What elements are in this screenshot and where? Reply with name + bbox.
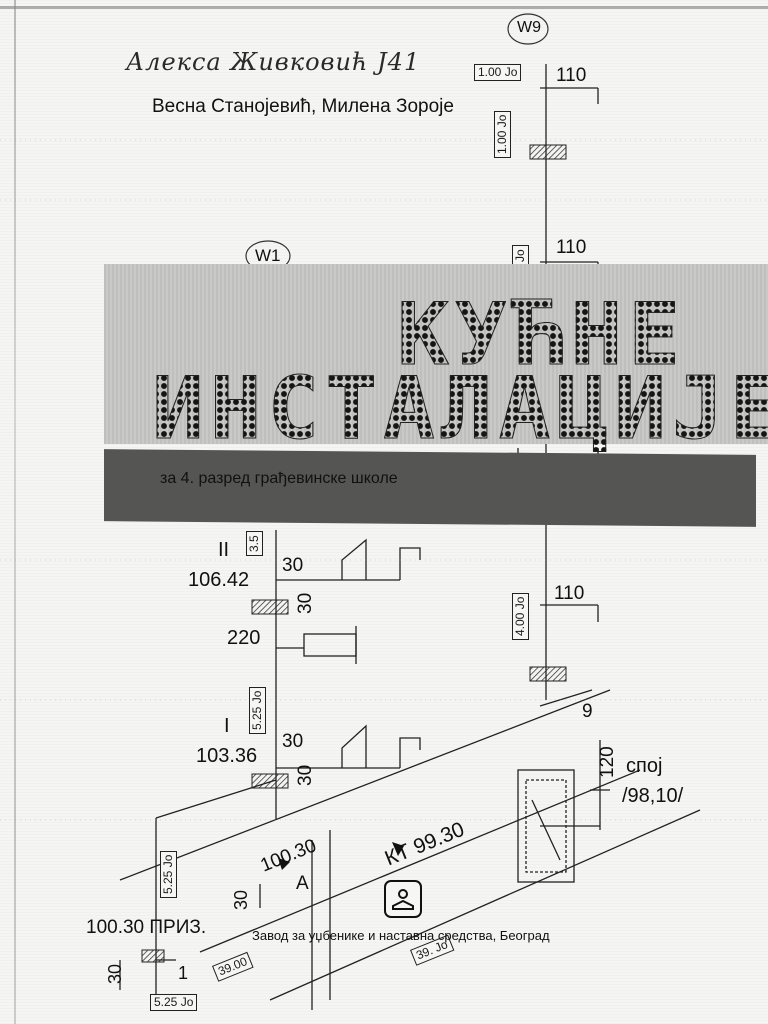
dim-220: 220 bbox=[227, 627, 261, 649]
dn-mid: 110 bbox=[556, 237, 587, 258]
dim-120: 120 bbox=[597, 746, 618, 778]
length-5-25-c: 5.25 Jo bbox=[150, 994, 198, 1012]
elevation-floor-1: 103.36 bbox=[196, 745, 258, 767]
length-top-horizontal: 1.00 Jo bbox=[474, 64, 522, 82]
fitting-ground bbox=[141, 949, 165, 963]
title-line-1: КУЋНЕ bbox=[397, 285, 686, 385]
node-w1-label: W1 bbox=[255, 246, 281, 265]
handwritten-owner-name: Алекса Живковић Ј41 bbox=[126, 48, 421, 76]
fitting-floor2 bbox=[251, 599, 289, 615]
dim-30-a: 30 bbox=[282, 555, 304, 576]
length-top-vertical: 1.00 Jo bbox=[494, 110, 512, 158]
authors: Весна Станојевић, Милена Зороје bbox=[152, 96, 454, 117]
length-5-25-b: 5.25 Jo bbox=[160, 850, 178, 898]
floor-2-label: II bbox=[218, 539, 230, 561]
dn-top: 110 bbox=[556, 65, 587, 86]
length-5-25-a: 5.25 Jo bbox=[249, 686, 267, 734]
floor-1-label: I bbox=[224, 715, 230, 737]
node-w9-label: W9 bbox=[517, 19, 541, 36]
length-mid-vertical: Jo bbox=[512, 245, 530, 266]
ground-elevation: 100.30 ПРИЗ. bbox=[86, 917, 207, 938]
dim-30-d: 30 bbox=[295, 764, 316, 786]
title-band bbox=[104, 264, 768, 444]
elevation-floor-2: 106.42 bbox=[188, 569, 250, 591]
fitting-top bbox=[529, 144, 567, 160]
subtitle: за 4. разред грађевинске школе bbox=[160, 470, 398, 487]
dim-30-c: 30 bbox=[282, 731, 304, 752]
publisher-logo bbox=[384, 880, 422, 918]
fitting-floor1 bbox=[251, 773, 289, 789]
num-9: 9 bbox=[582, 701, 593, 722]
dn-lower: 110 bbox=[554, 583, 585, 604]
publisher: Завод за уџбенике и наставна средства, Б… bbox=[252, 928, 550, 943]
scan-left-edge bbox=[14, 0, 16, 1024]
fitting-lower bbox=[529, 666, 567, 682]
dim-30-e: 30 bbox=[231, 889, 251, 910]
length-4-00: 4.00 Jo bbox=[512, 592, 530, 640]
subtitle-band bbox=[104, 449, 756, 527]
title-line-2: ИНСТАЛАЦИЈЕ bbox=[152, 366, 768, 453]
length-3-5: 3.5 bbox=[246, 531, 264, 556]
label-a: A bbox=[296, 873, 309, 894]
publisher-logo-icon bbox=[392, 889, 414, 910]
dim-30-f: 30 bbox=[105, 963, 125, 984]
dim-30-b: 30 bbox=[295, 592, 316, 614]
spoj-label: спој bbox=[626, 755, 663, 777]
num-1: 1 bbox=[178, 963, 189, 983]
spoj-elevation: /98,10/ bbox=[622, 785, 684, 807]
scan-top-edge bbox=[0, 6, 768, 9]
